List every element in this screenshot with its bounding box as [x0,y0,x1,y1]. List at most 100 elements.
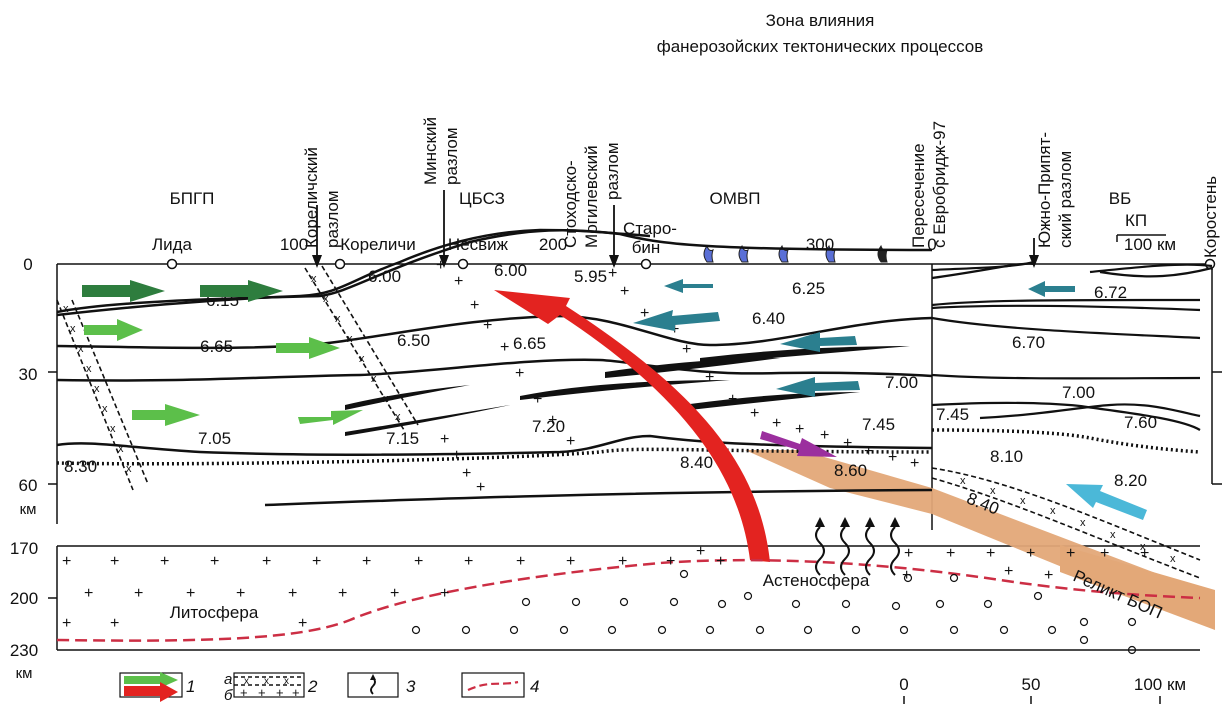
legend-1: 1 [186,677,195,696]
svg-text:+: + [795,421,804,438]
svg-text:x: x [383,393,389,405]
svg-text:x: x [284,676,289,687]
svg-text:+: + [566,433,575,450]
svg-text:7.20: 7.20 [532,417,565,436]
svg-text:7.15: 7.15 [386,429,419,448]
zone-title-line1: Зона влияния [766,11,875,30]
velocity-labels: 6.15 6.00 6.00 5.95 6.25 6.72 6.40 6.65 … [64,261,1157,519]
svg-text:x: x [118,443,124,455]
svg-text:+: + [1066,545,1075,562]
svg-text:+: + [62,615,71,632]
scale-bar: 0 50 100 км [899,675,1186,704]
svg-text:+: + [110,553,119,570]
wavy-flow-arrows [815,526,900,576]
svg-text:x: x [990,485,996,497]
relic-band [745,450,1212,628]
svg-text:+: + [276,685,284,700]
svg-text:+: + [62,553,71,570]
depth-170: 170 [10,539,38,558]
svg-text:7.45: 7.45 [936,405,969,424]
legend-2: 2 [307,677,318,696]
svg-text:x: x [311,273,317,285]
svg-text:6.25: 6.25 [792,279,825,298]
svg-text:x: x [102,403,108,415]
svg-text:x: x [1080,517,1086,529]
svg-text:+: + [1100,545,1109,562]
svg-text:+: + [84,585,93,602]
svg-text:+: + [696,543,705,560]
x-marks: xxx xxx xxx xxx xxx xx xxx xxx xx [63,273,1176,565]
svg-text:8.20: 8.20 [1114,471,1147,490]
svg-text:+: + [820,427,829,444]
svg-text:+: + [288,585,297,602]
right-moho-dotted [931,428,1201,454]
svg-text:+: + [470,297,479,314]
svg-text:x: x [1110,529,1116,541]
svg-text:+: + [1044,567,1053,584]
svg-text:Стоходско-: Стоходско- [561,160,580,248]
svg-text:+: + [240,685,248,700]
right-boundaries [931,260,1213,431]
region-bpgp: БПГП [170,189,215,208]
svg-text:6.50: 6.50 [397,331,430,350]
svg-text:+: + [1004,563,1013,580]
svg-text:+: + [666,553,675,570]
svg-text:+: + [910,455,919,472]
arrow-light-blue [1066,484,1147,520]
svg-text:+: + [888,449,897,466]
svg-text:6.65: 6.65 [200,337,233,356]
svg-text:5.95: 5.95 [574,267,607,286]
svg-text:x: x [1140,541,1146,553]
svg-text:+: + [566,553,575,570]
region-omvp: ОМВП [710,189,761,208]
svg-text:+: + [464,553,473,570]
svg-text:+: + [454,273,463,290]
svg-text:6.72: 6.72 [1094,283,1127,302]
svg-text:7.45: 7.45 [862,415,895,434]
fault-zone-korelichi [304,265,419,431]
svg-text:+: + [772,415,781,432]
legend-b: б [224,687,233,704]
svg-text:разлом: разлом [442,127,461,185]
svg-text:+: + [440,585,449,602]
asthenosphere-circle-pattern [411,569,1137,655]
fault-arrows [312,190,1039,268]
svg-text:x: x [335,313,341,325]
svg-text:+: + [483,317,492,334]
svg-text:6.70: 6.70 [1012,333,1045,352]
svg-text:x: x [395,411,401,423]
plus-marks: +++ +++ +++ +++ +++ +++ +++ +++ +++ + [436,257,919,496]
svg-text:+: + [750,405,759,422]
label-eurobridge-crossing: Пересечение с Евробридж-97 [909,121,949,248]
fault-label-pripyat: Южно-Припят- ский разлом [1035,132,1075,248]
depth-60: 60 [19,476,38,495]
wavy-arrow-heads [815,517,900,527]
svg-text:+: + [436,257,445,274]
svg-text:7.00: 7.00 [885,373,918,392]
svg-text:+: + [1140,545,1149,562]
svg-text:+: + [902,567,911,584]
svg-text:+: + [864,443,873,460]
svg-text:x: x [960,475,966,487]
svg-text:x: x [371,373,377,385]
svg-text:x: x [244,676,249,687]
svg-text:Могилевский: Могилевский [582,145,601,248]
svg-text:8.40: 8.40 [680,453,713,472]
svg-text:+: + [110,615,119,632]
svg-text:+: + [608,265,617,282]
town-starobin-1: Старо- [623,219,677,238]
km-mark-200: 200 [539,235,567,254]
region-vb: ВБ [1109,189,1132,208]
svg-text:+: + [705,369,714,386]
svg-text:+: + [904,545,913,562]
legend-3: 3 [406,677,416,696]
lithosphere-plus-pattern: +++ +++ +++ +++ +++ +++ +++ + +++ +++ ++… [62,543,1149,632]
lab-boundary [56,558,1201,642]
svg-text:x: x [86,363,92,375]
svg-text:+: + [390,585,399,602]
svg-text:7.00: 7.00 [1062,383,1095,402]
svg-text:+: + [462,465,471,482]
kp-label: КП [1125,211,1147,230]
svg-text:7.05: 7.05 [198,429,231,448]
svg-text:x: x [1020,495,1026,507]
